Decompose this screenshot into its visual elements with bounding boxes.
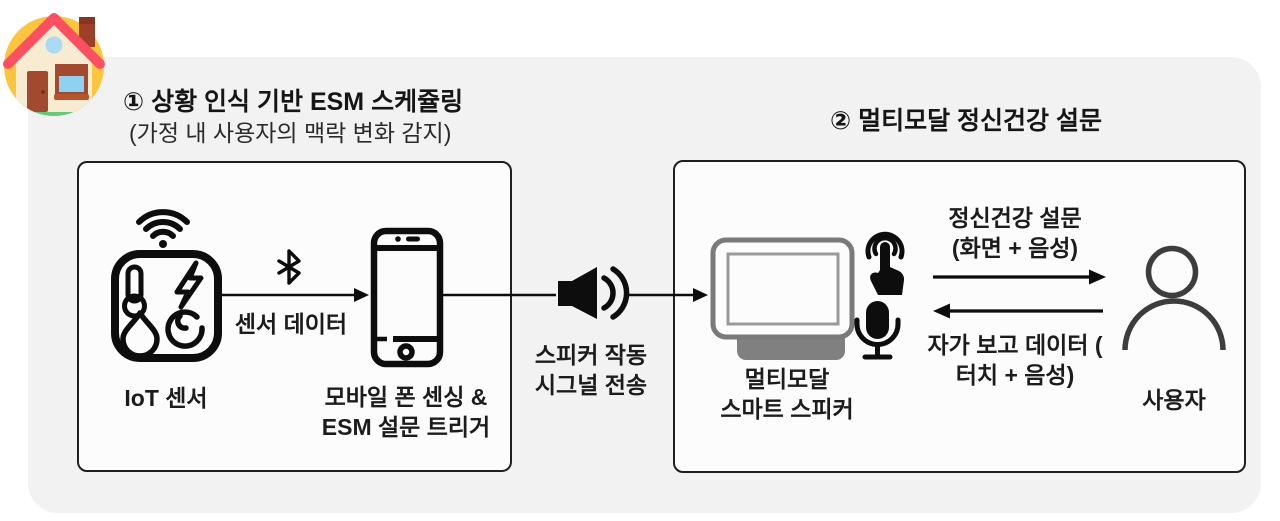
smart-speaker-label-line1: 멀티모달 [744, 366, 830, 392]
touch-icon [865, 231, 905, 295]
speaker-signal-label: 스피커 작동 시그널 전송 [535, 340, 647, 400]
smart-speaker-icon [710, 237, 855, 360]
iot-sensor-icon [111, 209, 222, 362]
survey-arrow [933, 269, 1106, 285]
speaker-signal-arrow [628, 288, 708, 302]
bluetooth-icon [277, 249, 301, 285]
sensor-data-arrow [220, 288, 369, 302]
loudspeaker-icon [558, 266, 630, 320]
survey-arrow-label-line1: 정신건강 설문 [948, 205, 1082, 231]
phone-label-line1: 모바일 폰 센싱 & [324, 384, 488, 410]
self-report-arrow [933, 303, 1103, 319]
mobile-phone-icon [370, 227, 444, 368]
speaker-signal-label-line1: 스피커 작동 [534, 342, 648, 368]
speaker-signal-label-line2: 시그널 전송 [534, 372, 648, 398]
survey-arrow-label: 정신건강 설문 (화면 + 음성) [948, 203, 1081, 263]
microphone-icon [854, 301, 901, 360]
step2-title: ② 멀티모달 정신건강 설문 [830, 107, 1103, 135]
sensor-data-label: 센서 데이터 [234, 311, 348, 337]
step1-subtitle: (가정 내 사용자의 맥락 변화 감지) [129, 120, 452, 146]
smart-speaker-label: 멀티모달 스마트 스피커 [720, 364, 853, 424]
self-report-label: 자가 보고 데이터 ( 터치 + 음성) [928, 330, 1103, 390]
smart-speaker-label-line2: 스마트 스피커 [720, 396, 854, 422]
iot-sensor-label: IoT 센서 [124, 385, 208, 411]
self-report-label-line2: 터치 + 음성) [955, 362, 1075, 388]
survey-arrow-label-line2: (화면 + 음성) [951, 235, 1079, 261]
step1-title: ① 상황 인식 기반 ESM 스케쥴링 [123, 88, 464, 116]
self-report-label-line1: 자가 보고 데이터 ( [927, 332, 1103, 358]
user-label: 사용자 [1142, 387, 1206, 413]
phone-label: 모바일 폰 센싱 & ESM 설문 트리거 [322, 382, 490, 442]
phone-label-line2: ESM 설문 트리거 [321, 414, 491, 440]
user-icon [1122, 245, 1226, 351]
home-icon [3, 13, 105, 116]
